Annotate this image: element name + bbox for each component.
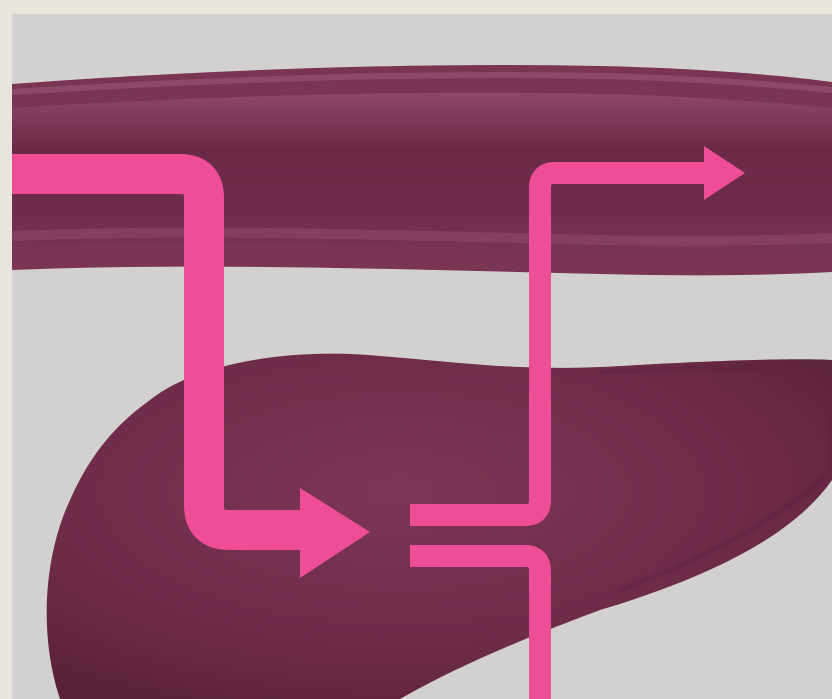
diagram-canvas	[0, 0, 832, 699]
